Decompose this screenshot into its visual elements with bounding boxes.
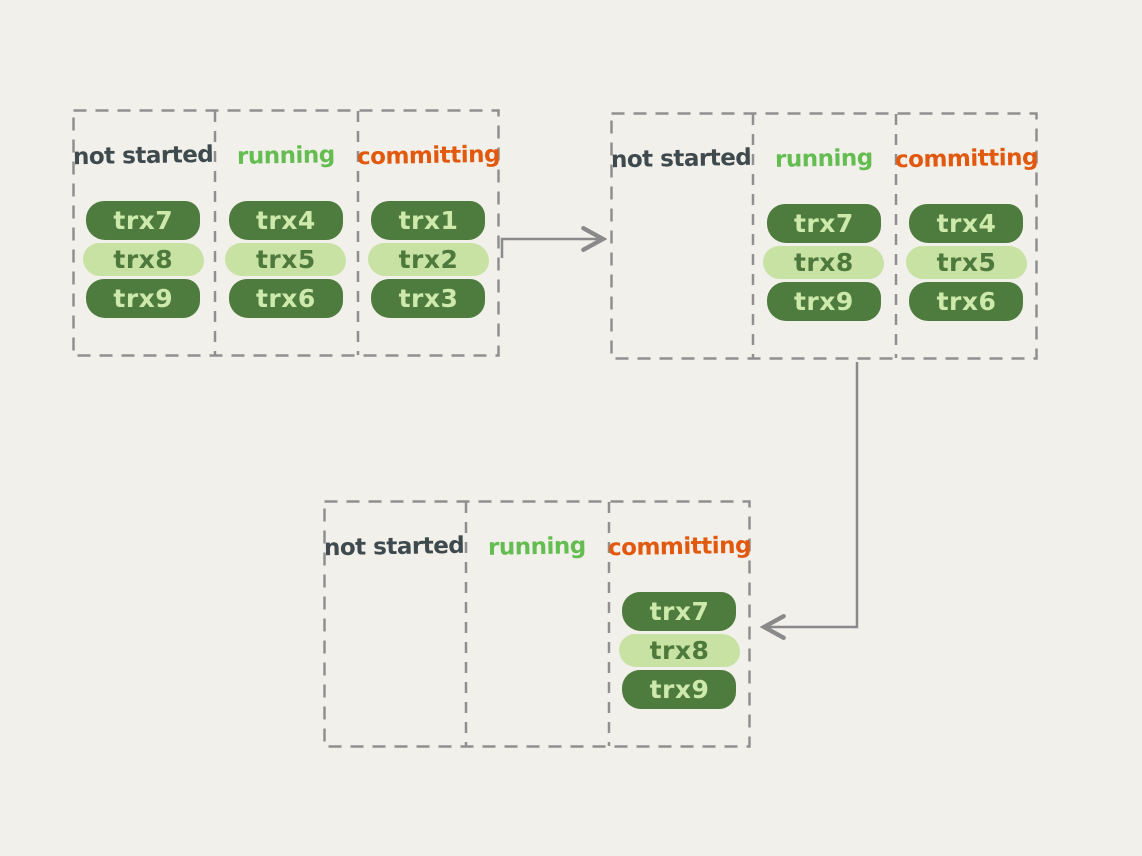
dashed-border — [72, 109, 500, 357]
column-label-not-started: not started — [323, 532, 465, 562]
transaction-pill: trx4 — [909, 204, 1024, 243]
column-label-committing: committing — [894, 144, 1039, 174]
arrow-snapshot1-to-snapshot2 — [500, 239, 601, 258]
transaction-pill: trx8 — [763, 246, 885, 279]
transaction-pill: trx9 — [622, 670, 737, 709]
column-label-running: running — [487, 533, 586, 561]
column-label-committing: committing — [607, 532, 752, 562]
column-label-running: running — [774, 145, 873, 173]
column-not-started: not started — [323, 500, 466, 748]
state-diagram-1: not started trx7 trx8 trx9 running trx4 … — [72, 109, 500, 357]
column-label-running: running — [236, 142, 335, 170]
transaction-pill: trx5 — [225, 243, 347, 276]
column-label-not-started: not started — [610, 144, 752, 174]
column-label-not-started: not started — [72, 141, 214, 171]
transaction-pill: trx7 — [622, 592, 737, 631]
column-not-started: not started — [610, 112, 753, 360]
column-running: running trx4 trx5 trx6 — [215, 109, 358, 357]
column-running: running — [466, 500, 609, 748]
arrow-snapshot2-to-snapshot3 — [766, 362, 859, 627]
column-label-committing: committing — [356, 141, 501, 171]
state-diagram-3: not started running committing trx7 trx8… — [323, 500, 751, 748]
column-committing: committing trx4 trx5 trx6 — [895, 112, 1038, 360]
transaction-pill: trx6 — [228, 279, 343, 318]
transaction-pill: trx5 — [905, 246, 1027, 279]
column-committing: committing trx7 trx8 trx9 — [608, 500, 751, 748]
transaction-pill: trx2 — [367, 243, 489, 276]
transaction-pill: trx8 — [82, 243, 204, 276]
transaction-pill: trx9 — [766, 282, 881, 321]
transaction-pill: trx6 — [909, 282, 1024, 321]
transaction-pill: trx9 — [86, 279, 201, 318]
transaction-pill: trx8 — [618, 634, 740, 667]
dashed-border — [610, 112, 1038, 360]
column-not-started: not started trx7 trx8 trx9 — [72, 109, 215, 357]
transaction-pill: trx1 — [371, 201, 486, 240]
transaction-pill: trx4 — [228, 201, 343, 240]
transaction-pill: trx3 — [371, 279, 486, 318]
column-running: running trx7 trx8 trx9 — [753, 112, 896, 360]
column-committing: committing trx1 trx2 trx3 — [357, 109, 500, 357]
transaction-pill: trx7 — [86, 201, 201, 240]
transaction-pill: trx7 — [766, 204, 881, 243]
dashed-border — [323, 500, 751, 748]
state-diagram-2: not started running trx7 trx8 trx9 commi… — [610, 112, 1038, 360]
